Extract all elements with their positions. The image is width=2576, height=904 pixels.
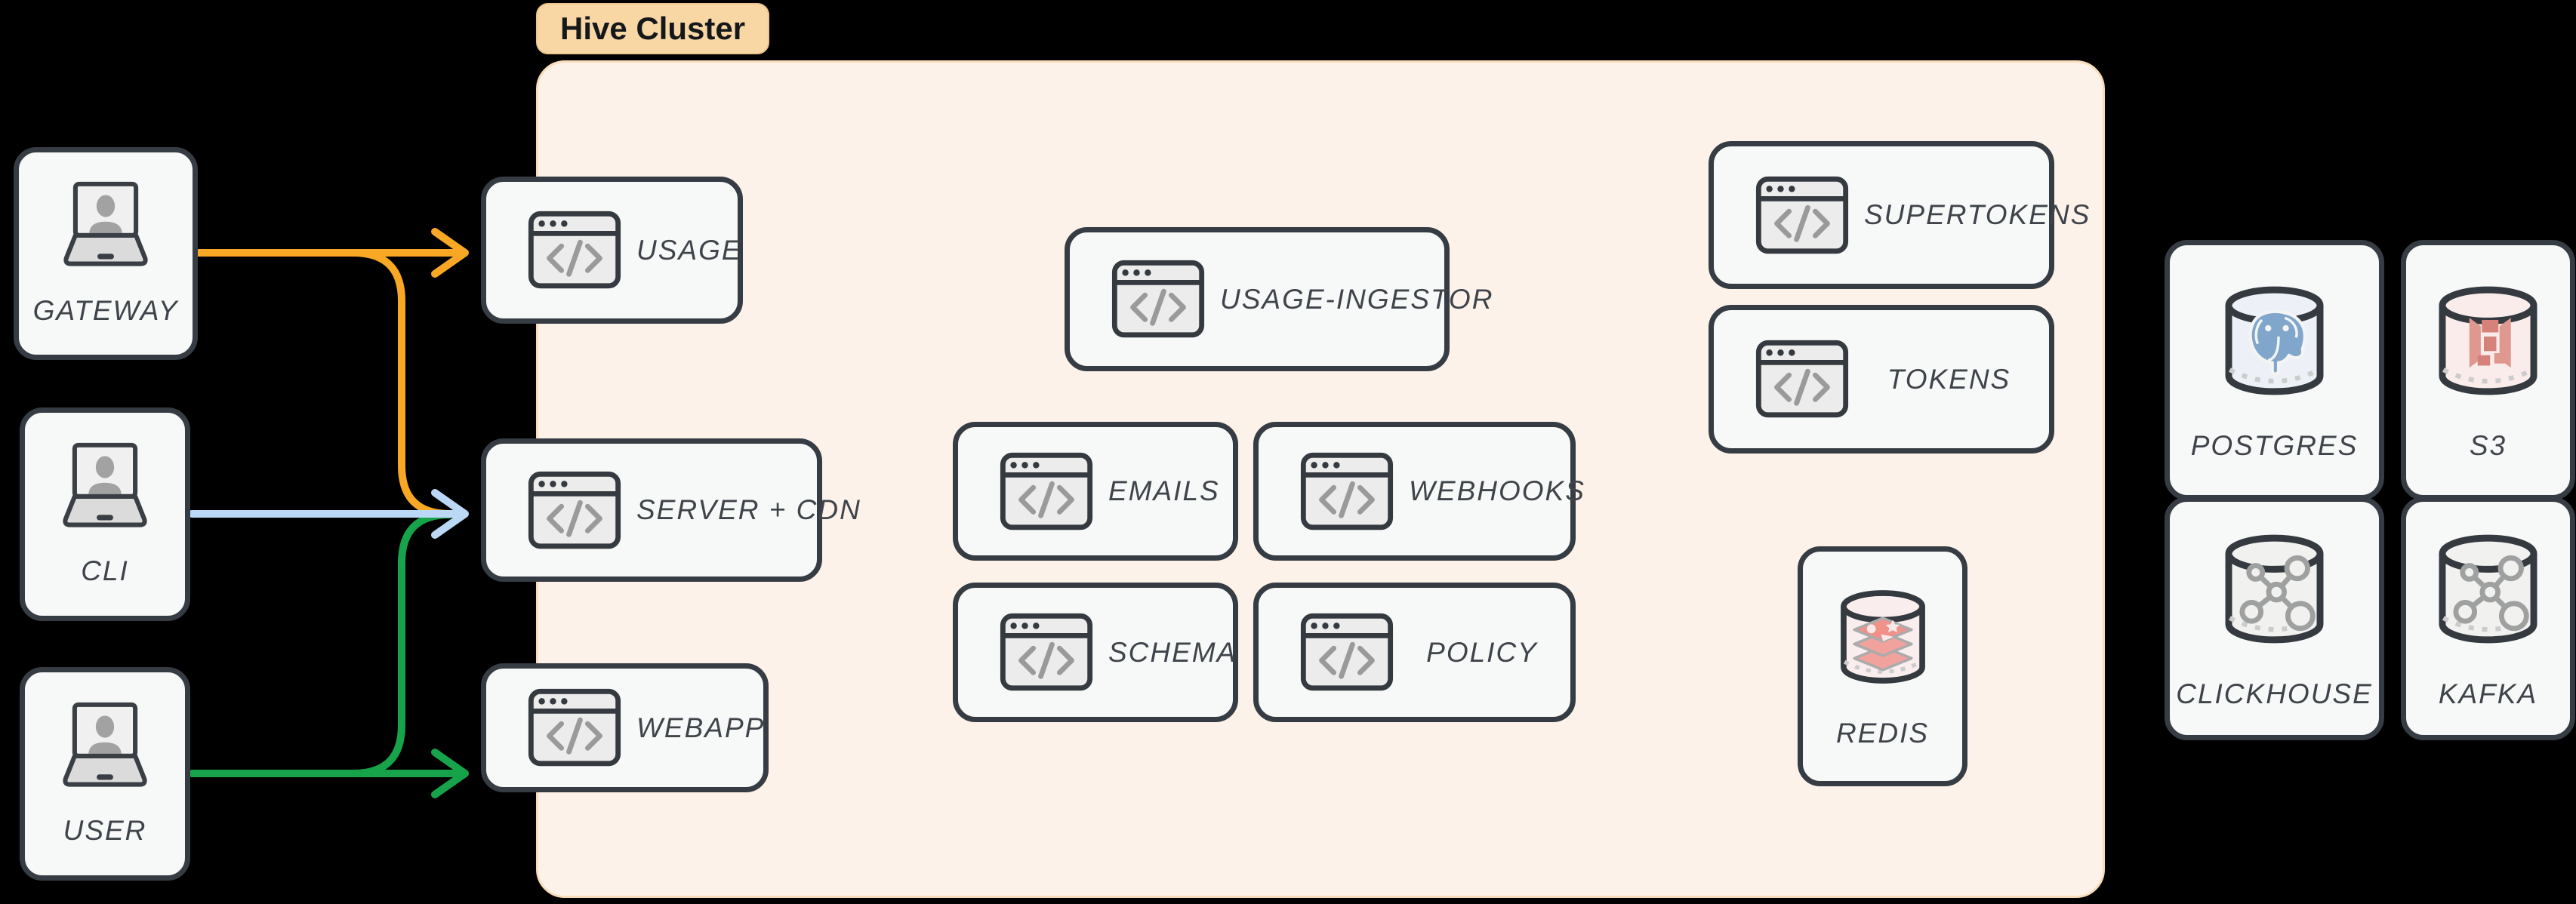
laptop-user-icon — [45, 701, 165, 793]
code-window-icon — [1300, 613, 1394, 691]
code-window-icon — [528, 688, 621, 767]
node-usage: USAGE — [481, 177, 743, 324]
service-label: SUPERTOKENS — [1864, 199, 2091, 230]
service-label: SCHEMA — [1108, 636, 1237, 668]
edge-gateway-to-servercdn — [350, 249, 454, 518]
database-redis-icon — [1829, 583, 1937, 695]
node-webapp: WEBAPP — [481, 663, 769, 792]
database-postgres-icon — [2212, 278, 2337, 408]
node-postgres: POSTGRES — [2165, 240, 2384, 500]
laptop-user-icon — [46, 180, 165, 272]
node-schema: SCHEMA — [953, 583, 1238, 722]
laptop-user-icon — [45, 441, 165, 533]
node-label: USER — [63, 815, 147, 847]
node-label: KAFKA — [2438, 678, 2538, 710]
code-window-icon — [1000, 452, 1093, 530]
node-usage-ingestor: USAGE-INGESTOR — [1065, 227, 1492, 371]
node-policy: POLICY — [1253, 583, 1576, 722]
database-network-icon — [2426, 527, 2550, 656]
node-label: POSTGRES — [2190, 430, 2359, 462]
code-window-icon — [1300, 452, 1394, 530]
node-cli: CLI — [20, 407, 190, 621]
service-label: USAGE-INGESTOR — [1220, 283, 1494, 315]
node-label: CLI — [81, 555, 129, 587]
node-webhooks: WEBHOOKS — [1253, 422, 1584, 561]
node-supertokens: SUPERTOKENS — [1709, 141, 2089, 289]
service-label: WEBAPP — [636, 712, 766, 743]
code-window-icon — [1755, 340, 1849, 418]
node-s3: S3 — [2401, 240, 2575, 500]
service-label: EMAILS — [1108, 475, 1220, 506]
node-gateway: GATEWAY — [14, 147, 198, 360]
node-label: CLICKHOUSE — [2176, 678, 2373, 710]
code-window-icon — [1000, 613, 1093, 691]
node-kafka: KAFKA — [2401, 497, 2575, 740]
service-label: SERVER + CDN — [636, 494, 861, 525]
service-label: USAGE — [636, 234, 742, 266]
edge-cli-to-servercdn-arrowhead — [431, 489, 469, 539]
node-label: GATEWAY — [32, 294, 179, 326]
node-label: S3 — [2469, 430, 2507, 462]
node-label: REDIS — [1835, 717, 1930, 749]
node-emails: EMAILS — [953, 422, 1238, 561]
code-window-icon — [1755, 176, 1849, 254]
edge-user-to-webapp-arrowhead — [431, 749, 469, 798]
service-label: POLICY — [1426, 636, 1538, 668]
edge-gateway-to-usage-arrowhead — [431, 228, 469, 278]
database-s3-icon — [2426, 278, 2550, 408]
code-window-icon — [1111, 260, 1205, 338]
node-tokens: TOKENS — [1709, 305, 2054, 454]
hive-cluster-label: Hive Cluster — [560, 11, 746, 46]
service-label: TOKENS — [1887, 363, 2011, 395]
service-label: WEBHOOKS — [1409, 475, 1585, 506]
code-window-icon — [528, 471, 621, 549]
hive-cluster-label-pill: Hive Cluster — [536, 3, 770, 54]
node-redis: REDIS — [1798, 546, 1967, 786]
node-server-cdn: SERVER + CDN — [481, 438, 860, 582]
node-user: USER — [20, 667, 190, 881]
database-network-icon — [2212, 527, 2337, 656]
node-clickhouse: CLICKHOUSE — [2165, 497, 2384, 740]
code-window-icon — [528, 211, 621, 289]
edge-user-to-servercdn — [350, 511, 454, 777]
